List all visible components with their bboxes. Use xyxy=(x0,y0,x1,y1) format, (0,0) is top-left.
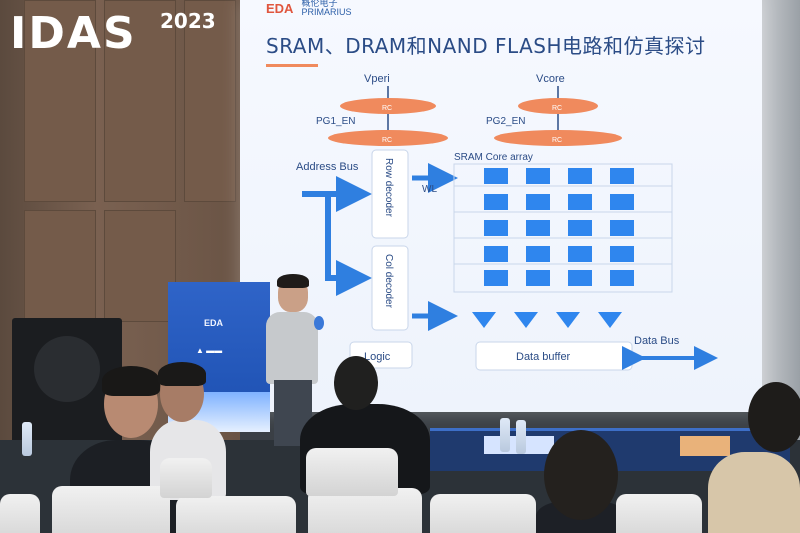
label-data-bus: Data Bus xyxy=(634,335,680,347)
wall-panel xyxy=(184,0,236,202)
col-decoder-box xyxy=(371,245,409,331)
core-array-frame xyxy=(453,163,673,293)
slide-company-logo: EDA 概伦电子 PRIMARIUS xyxy=(266,0,351,17)
address-arrow-col xyxy=(325,194,372,296)
label-core-array: SRAM Core array xyxy=(454,152,533,163)
label-col-decoder: Col decoder xyxy=(383,254,394,309)
rc-label: RC xyxy=(382,105,392,112)
audience-chair xyxy=(430,494,536,533)
water-bottle xyxy=(516,420,526,454)
label-vperi: Vperi xyxy=(364,73,390,85)
row-decoder-box xyxy=(371,149,409,239)
water-bottle xyxy=(22,422,32,456)
audience-chair xyxy=(0,494,40,533)
slide-logo-mark: EDA xyxy=(266,0,294,16)
audience-chair xyxy=(306,448,398,496)
water-bottle xyxy=(500,418,510,452)
label-pg1-en: PG1_EN xyxy=(316,116,355,127)
audience-member xyxy=(536,430,626,533)
rc-resistor-bottom-left xyxy=(328,130,448,146)
rc-resistor-top-left xyxy=(340,98,436,114)
slide-logo-brand-en: PRIMARIUS xyxy=(301,7,352,17)
sense-amplifiers xyxy=(472,312,622,328)
label-data-buffer: Data buffer xyxy=(516,351,571,363)
audience-chair xyxy=(176,496,296,533)
rc-resistor-top-right xyxy=(518,98,598,114)
microphone-icon xyxy=(314,316,324,330)
side-wall xyxy=(760,0,800,440)
presenter-hair xyxy=(277,274,309,288)
title-underline xyxy=(266,64,318,67)
label-pg2-en: PG2_EN xyxy=(486,116,525,127)
wall-panel xyxy=(104,210,176,322)
audience-chair xyxy=(52,486,170,533)
wall-panel xyxy=(104,0,176,202)
sram-cells xyxy=(484,168,634,286)
banner-graphic: ▲ ▬▬ xyxy=(196,346,223,355)
audience-member xyxy=(708,382,800,533)
wooden-wall xyxy=(0,0,240,440)
label-vcore: Vcore xyxy=(536,73,565,85)
rc-label: RC xyxy=(382,137,392,144)
name-card xyxy=(680,436,730,456)
slide-title: SRAM、DRAM和NAND FLASH电路和仿真探讨 xyxy=(266,34,706,58)
wall-panel xyxy=(24,210,96,322)
label-row-decoder: Row decoder xyxy=(383,158,394,218)
audience-chair xyxy=(160,458,212,498)
label-wl: WL xyxy=(422,184,437,195)
speaker-cone xyxy=(34,336,100,402)
event-logo-year: 2023 xyxy=(160,9,216,33)
sram-circuit-diagram: Vperi RC PG1_EN RC Vcore RC PG2_EN RC Ad… xyxy=(296,73,718,371)
label-address-bus: Address Bus xyxy=(296,161,359,173)
rc-resistor-bottom-right xyxy=(494,130,622,146)
rc-label: RC xyxy=(552,105,562,112)
wall-panel xyxy=(24,0,96,202)
event-logo-word: IDAS xyxy=(10,8,137,59)
banner-logo: EDA xyxy=(204,318,224,328)
slide-logo-brand-cn: 概伦电子 xyxy=(301,0,338,8)
projection-screen: EDA 概伦电子 PRIMARIUS SRAM、DRAM和NAND FLASH电… xyxy=(240,0,762,412)
presenter-shirt xyxy=(266,312,318,384)
event-logo: IDAS 2023 xyxy=(10,6,216,66)
slide-logo-brand: 概伦电子 PRIMARIUS xyxy=(301,0,351,17)
rc-label: RC xyxy=(552,137,562,144)
audience-chair xyxy=(616,494,702,533)
label-logic: Logic xyxy=(364,351,391,363)
